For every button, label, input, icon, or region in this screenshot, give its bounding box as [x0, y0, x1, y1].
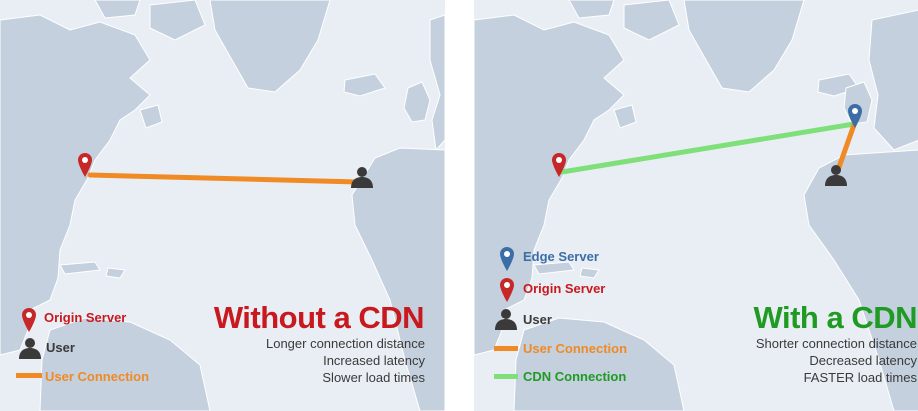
greenland-landmass — [683, 0, 805, 93]
europe-landmass — [868, 9, 918, 151]
arctic-island — [94, 0, 141, 19]
user-connection-line — [835, 119, 858, 173]
edge-server-pin-icon — [848, 104, 862, 128]
red-pin-icon — [500, 278, 514, 302]
iceland-landmass — [343, 73, 386, 97]
red-pin-icon — [22, 308, 36, 332]
caribbean-island — [105, 267, 126, 279]
green-line-icon — [494, 374, 518, 379]
orange-line-icon — [16, 373, 42, 378]
user-icon — [19, 338, 41, 359]
europe-landmass — [429, 14, 445, 152]
world-map — [474, 0, 918, 411]
user-icon — [351, 167, 373, 188]
legend-origin-server-label: Origin Server — [523, 281, 606, 296]
legend-origin-server-label: Origin Server — [44, 310, 127, 325]
cuba-landmass — [533, 261, 575, 275]
origin-server-pin-icon — [78, 153, 92, 177]
cuba-landmass — [59, 261, 101, 275]
description-line-2: Increased latency — [323, 353, 425, 368]
africa-landmass — [351, 147, 445, 411]
legend-user-label: User — [523, 312, 552, 327]
with-cdn-title: With a CDN — [753, 300, 918, 335]
orange-line-icon — [494, 346, 518, 351]
legend-cdn-connection-label: CDN Connection — [523, 369, 627, 384]
arctic-island — [149, 0, 206, 41]
blue-pin-icon — [500, 247, 514, 271]
newfoundland-landmass — [139, 104, 163, 129]
user-icon — [495, 309, 517, 330]
cdn-connection-line — [559, 121, 857, 175]
description-line-2: Decreased latency — [809, 353, 917, 368]
greenland-landmass — [209, 0, 331, 93]
world-map — [0, 0, 445, 411]
caribbean-island — [579, 267, 600, 279]
without-cdn-panel: Origin Server User User Connection Witho… — [0, 0, 445, 411]
arctic-island — [623, 0, 680, 41]
user-connection-line — [87, 172, 361, 185]
origin-server-pin-icon — [552, 153, 566, 177]
newfoundland-landmass — [613, 104, 637, 129]
without-cdn-title: Without a CDN — [213, 300, 425, 335]
legend-user-connection-label: User Connection — [523, 341, 628, 356]
description-line-1: Shorter connection distance — [755, 336, 917, 351]
legend-user-label: User — [46, 340, 75, 355]
arctic-island — [568, 0, 615, 19]
user-icon — [825, 165, 847, 186]
britain-landmass — [403, 81, 431, 123]
description-line-3: FASTER load times — [803, 370, 917, 385]
africa-landmass — [803, 149, 918, 411]
description-line-3: Slower load times — [322, 370, 425, 385]
legend-edge-server-label: Edge Server — [523, 249, 599, 264]
legend-user-connection-label: User Connection — [45, 369, 150, 384]
description-line-1: Longer connection distance — [265, 336, 425, 351]
with-cdn-panel: Edge Server Origin Server User User Conn… — [474, 0, 918, 411]
